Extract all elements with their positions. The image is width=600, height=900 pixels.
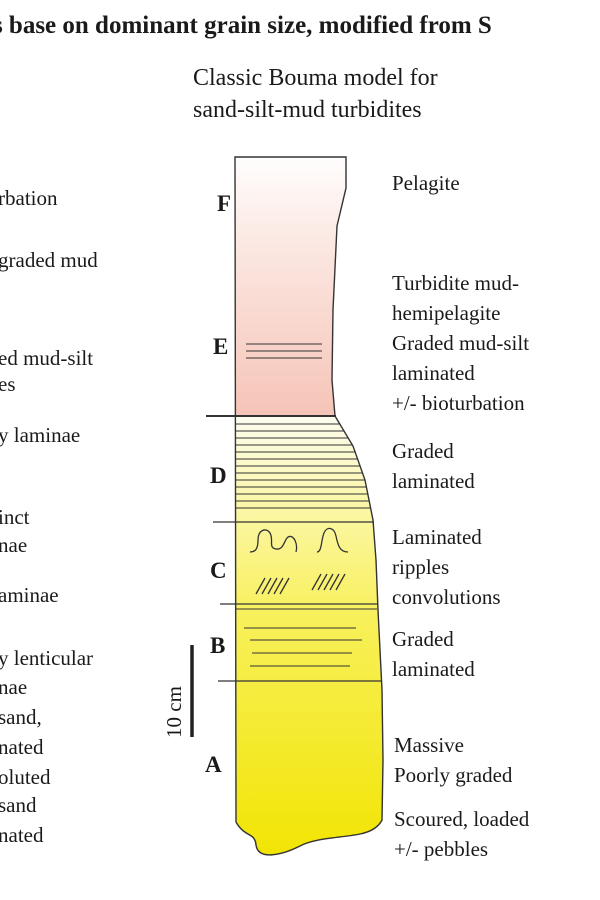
division-label-e: E [213, 334, 229, 359]
left-label: inct [0, 505, 30, 529]
left-label: ed mud-silt [0, 346, 94, 370]
description-line: Scoured, loaded [394, 807, 530, 831]
division-label-d: D [210, 463, 227, 488]
column-outline [234, 156, 384, 856]
description-line: laminated [392, 469, 475, 493]
description-base: Scoured, loaded +/- pebbles [394, 804, 529, 864]
scale-bar-label: 10 cm [162, 686, 186, 738]
description-d: Graded laminated [392, 436, 475, 496]
description-line: +/- bioturbation [392, 391, 525, 415]
description-c: Laminated ripples convolutions [392, 522, 501, 612]
convolution-symbols [249, 527, 349, 553]
left-label: nae [0, 533, 28, 557]
sand-interval [235, 416, 383, 855]
division-label-a: A [205, 752, 222, 777]
description-line: Massive [394, 733, 464, 757]
description-line: laminated [392, 361, 475, 385]
description-line: +/- pebbles [394, 837, 489, 861]
subtitle-line-2: sand-silt-mud turbidites [193, 97, 422, 123]
left-label: nated [0, 735, 44, 759]
left-label: rbation [0, 186, 58, 210]
description-e: Turbidite mud- hemipelagite Graded mud-s… [392, 268, 529, 418]
left-label: graded mud [0, 248, 98, 272]
left-label: nae [0, 675, 28, 699]
description-line: Laminated [392, 525, 482, 549]
left-label: sand, [0, 705, 42, 729]
ripple-cross-laminae [255, 573, 346, 595]
b-laminae [235, 608, 377, 667]
left-label: es [0, 372, 16, 396]
division-boundaries [206, 415, 382, 682]
description-line: Turbidite mud- [392, 271, 519, 295]
description-line: Pelagite [392, 171, 460, 195]
mud-interval [235, 157, 383, 416]
description-b: Graded laminated [392, 624, 475, 684]
description-line: Graded [392, 627, 454, 651]
description-line: convolutions [392, 585, 501, 609]
left-label: aminae [0, 583, 59, 607]
division-label-c: C [210, 558, 227, 583]
e-laminae [246, 343, 322, 359]
division-label-f: F [217, 191, 232, 216]
description-a: Massive Poorly graded [394, 730, 512, 790]
left-label: nated [0, 823, 44, 847]
left-label: y lenticular [0, 646, 94, 670]
description-line: Graded mud-silt [392, 331, 530, 355]
left-label: oluted [0, 765, 51, 789]
description-f: Pelagite [392, 170, 460, 196]
description-line: ripples [392, 555, 450, 579]
subtitle-line-1: Classic Bouma model for [193, 65, 438, 91]
division-label-b: B [210, 633, 226, 658]
left-label: sand [0, 793, 37, 817]
description-line: hemipelagite [392, 301, 501, 325]
left-label: y laminae [0, 423, 81, 447]
description-line: Poorly graded [394, 763, 513, 787]
description-line: laminated [392, 657, 475, 681]
diagram-subtitle: Classic Bouma model for sand-silt-mud tu… [193, 62, 438, 126]
description-line: Graded [392, 439, 454, 463]
page-title: ls base on dominant grain size, modified… [0, 12, 492, 39]
